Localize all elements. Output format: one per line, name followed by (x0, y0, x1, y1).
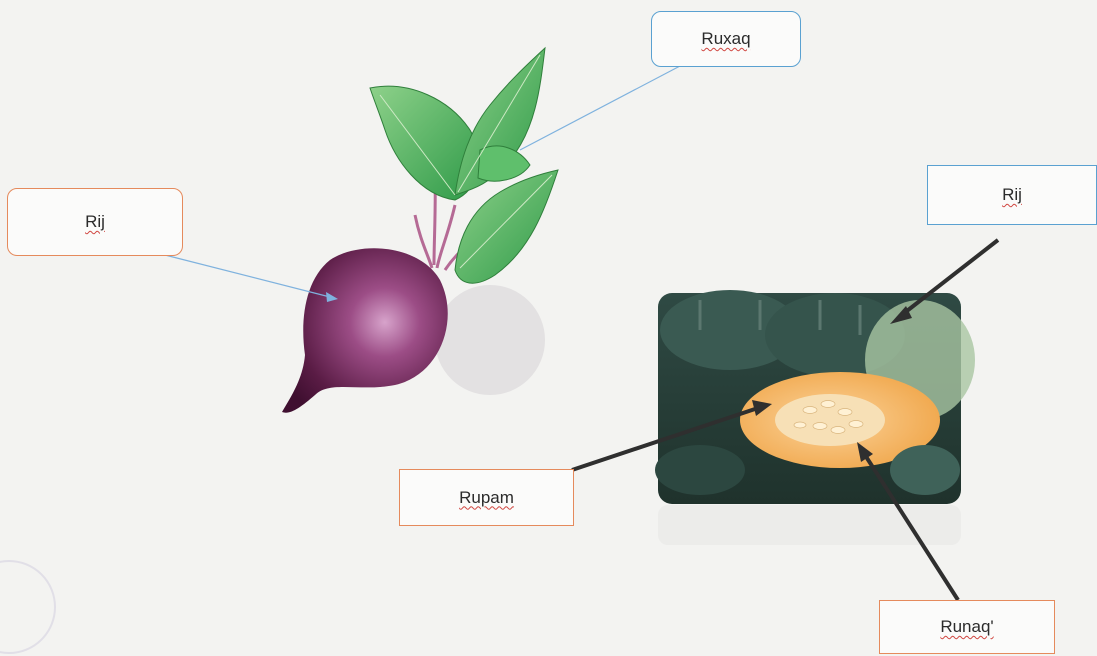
beet-root (282, 248, 448, 412)
beet-root-label-text: Rij (85, 212, 105, 232)
squash-flesh-label: Rupam (399, 469, 574, 526)
root-connector (165, 255, 330, 297)
squash-flesh-label-text: Rupam (459, 488, 514, 508)
beet-root-label: Rij (7, 188, 183, 256)
squash-skin-label: Rij (927, 165, 1097, 225)
squash-skin-label-text: Rij (1002, 185, 1022, 205)
beet-shadow (435, 285, 545, 395)
squash-seeds-label-text: Runaq' (940, 617, 993, 637)
leaf-label-text: Ruxaq (701, 29, 750, 49)
leaf-connector (520, 66, 680, 150)
squash-photo (655, 290, 975, 545)
beet-leaves (370, 48, 558, 283)
squash-seeds-label: Runaq' (879, 600, 1055, 654)
leaf-label: Ruxaq (651, 11, 801, 67)
